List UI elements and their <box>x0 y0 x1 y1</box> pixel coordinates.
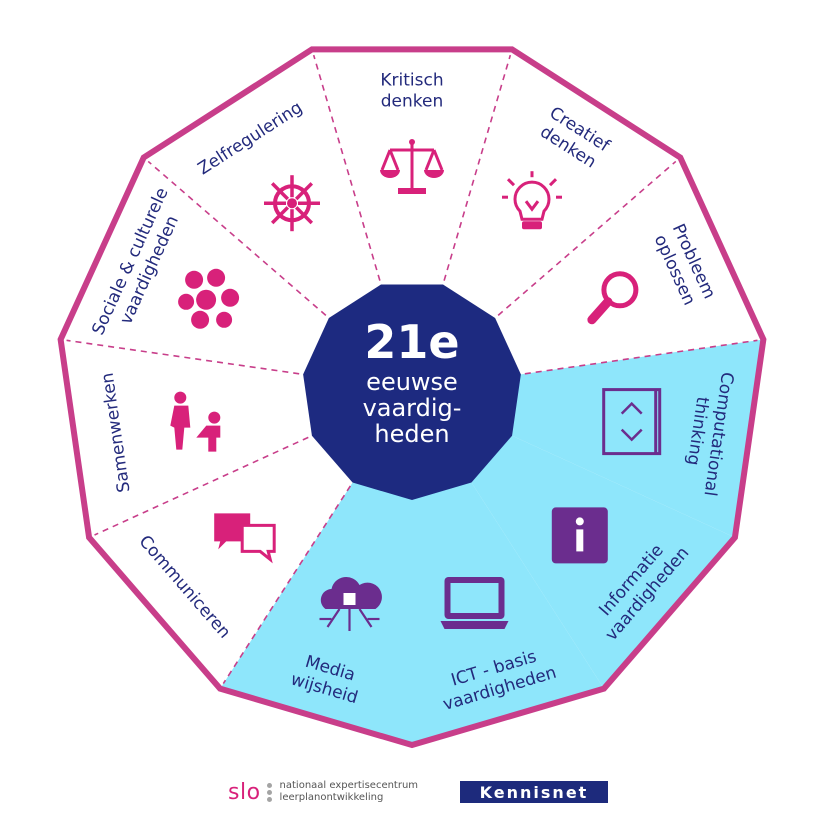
magnifier-icon <box>587 271 639 325</box>
laptop-icon <box>440 577 509 629</box>
segment-label-line: Kritisch <box>380 71 443 91</box>
slo-subtitle-line-1: nationaal expertisecentrum <box>279 780 419 791</box>
lightbulb-icon <box>502 171 562 230</box>
group-icon <box>178 268 240 329</box>
info-icon <box>551 507 608 564</box>
segment-creatief <box>412 49 681 390</box>
speech-bubbles-icon <box>214 513 276 564</box>
center-title: 21e eeuwse vaardig- heden <box>363 315 462 448</box>
icons-layer <box>170 139 662 631</box>
ship-wheel-icon <box>264 175 320 232</box>
slo-subtitle: nationaal expertisecentrum leerplanontwi… <box>280 780 419 804</box>
segment-kritisch <box>311 49 513 390</box>
center-hendecagon <box>303 284 521 500</box>
slo-dots-icon <box>266 782 272 803</box>
center-title-line-1: eeuwse <box>366 368 458 396</box>
outer-hendecagon-border <box>57 46 767 749</box>
center-title-line-2: vaardig- <box>363 394 462 422</box>
slo-logo: slo nationaal expertisecentrum leerplano… <box>228 777 418 807</box>
slo-subtitle-line-2: leerplanontwikkeling <box>279 792 384 803</box>
center-title-big: 21e <box>364 315 459 369</box>
kennisnet-logo: Kennisnet <box>460 781 608 803</box>
segment-label-line: denken <box>381 92 444 112</box>
cloud-network-icon <box>319 576 382 631</box>
slo-wordmark: slo <box>228 779 261 805</box>
center-title-line-3: heden <box>374 420 449 448</box>
people-working-icon <box>170 391 221 452</box>
tablet-arrows-icon <box>602 388 662 456</box>
scale-icon <box>380 139 444 194</box>
